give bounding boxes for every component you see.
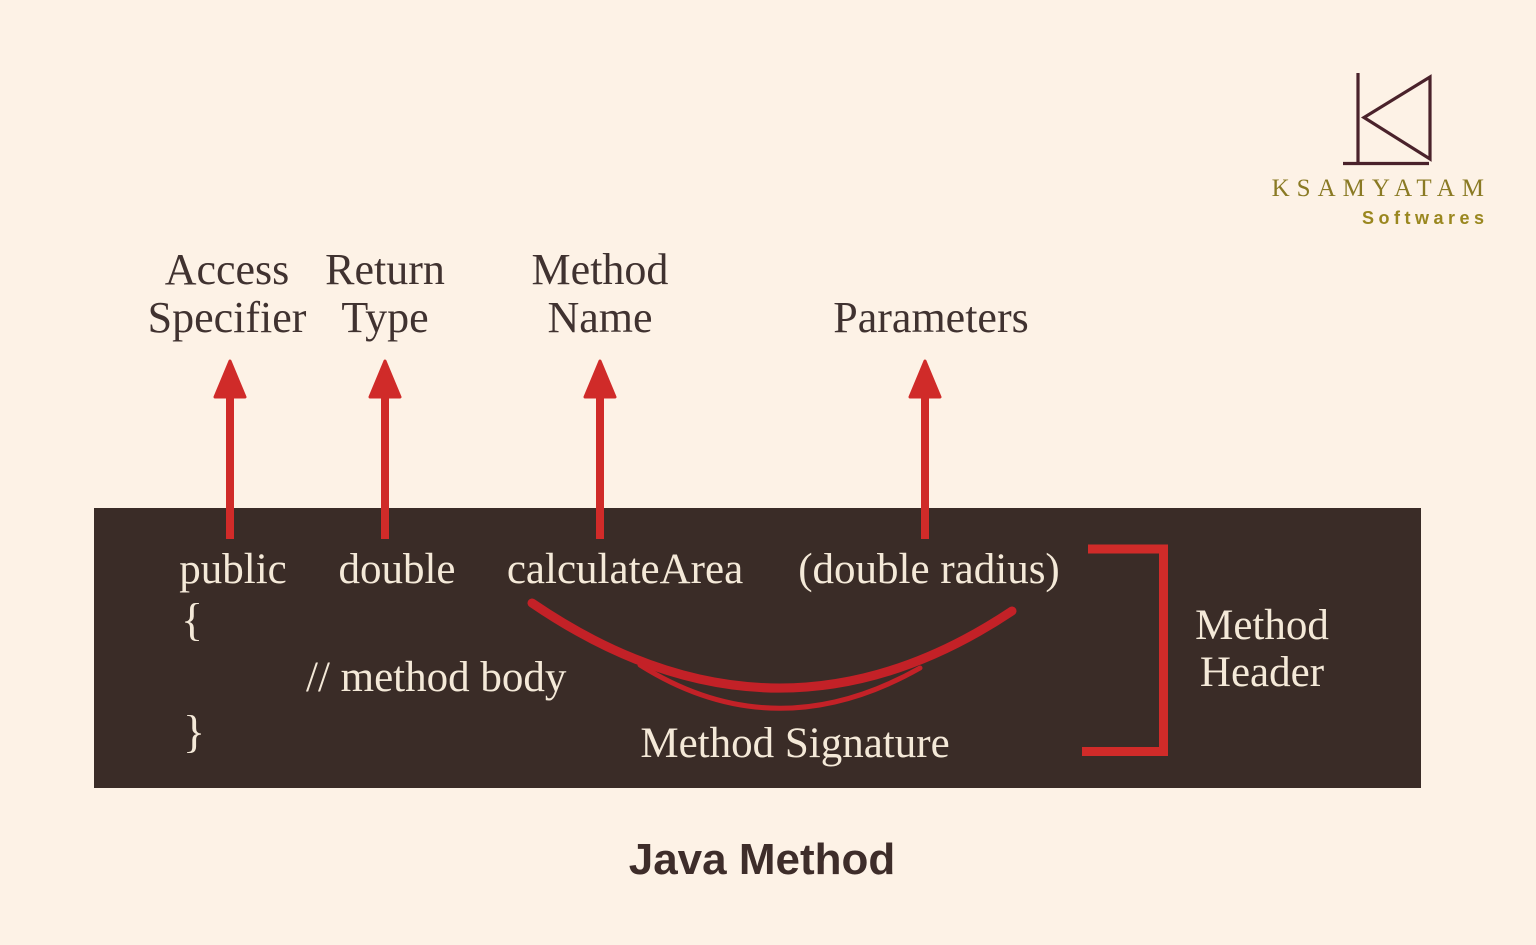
label-return-type: Return Type	[325, 245, 445, 342]
code-token-access-specifier: public	[179, 546, 287, 593]
logo-text-block: KSAMYATAM Softwares	[1272, 175, 1484, 229]
ksamyatam-logo-icon	[1343, 73, 1432, 166]
method-signature-label: Method Signature	[640, 720, 950, 767]
label-access-specifier: Access Specifier	[147, 245, 307, 342]
logo-subtitle: Softwares	[1361, 208, 1489, 228]
code-open-brace: {	[181, 594, 204, 645]
code-close-brace: }	[183, 706, 206, 757]
code-body-comment: // method body	[306, 654, 567, 701]
page-title: Java Method	[628, 835, 896, 884]
method-header-label: Method Header	[1195, 602, 1329, 696]
code-token-method-name: calculateArea	[506, 546, 744, 593]
logo-brand: KSAMYATAM	[1271, 175, 1491, 202]
label-method-name: Method Name	[531, 245, 669, 342]
code-token-parameters: (double radius)	[798, 546, 1060, 593]
code-token-return-type: double	[338, 546, 456, 593]
label-parameters: Parameters	[833, 293, 1029, 342]
